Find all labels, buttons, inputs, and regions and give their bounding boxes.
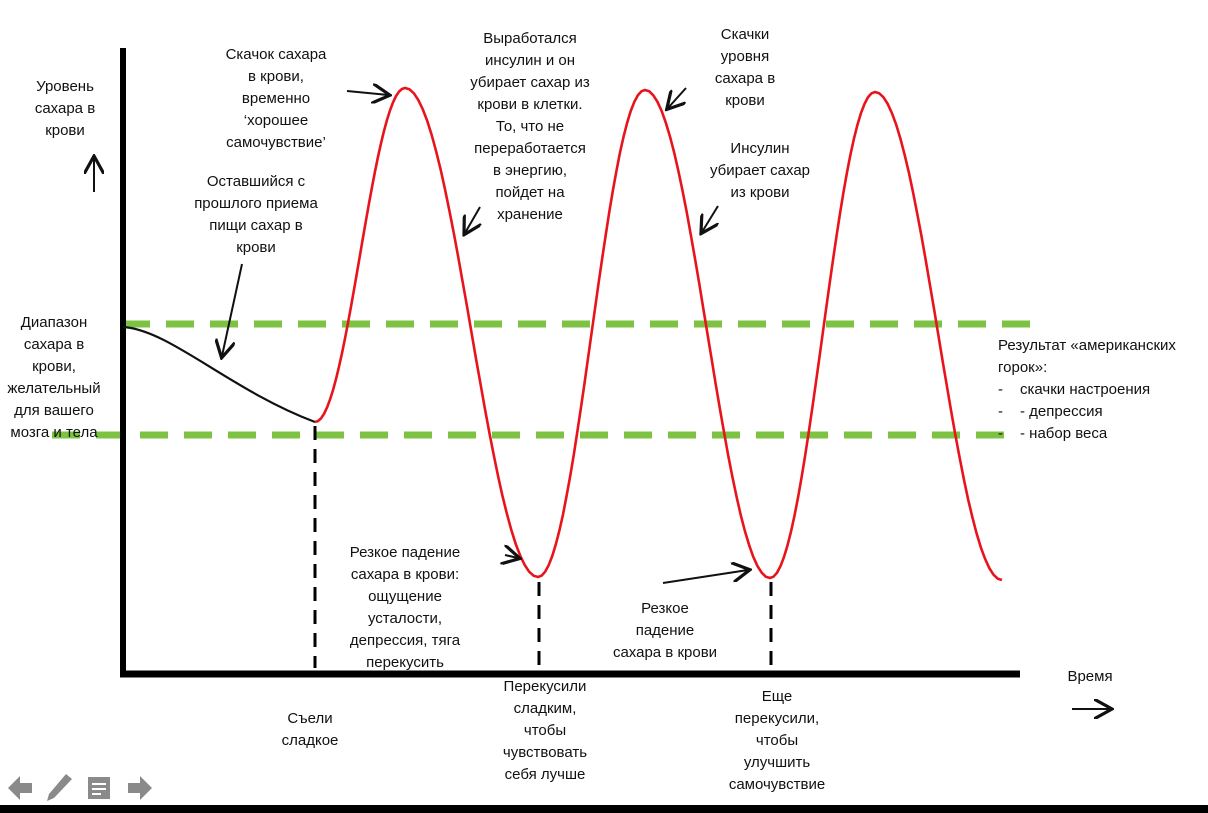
text-line: сахара в крови	[612, 644, 718, 661]
text-line: депрессия, тяга	[349, 632, 461, 649]
text-line: сладким,	[513, 700, 577, 717]
bottom-bar	[0, 805, 1208, 813]
text-line: улучшить	[743, 754, 811, 771]
annotation-snack1: Перекусили сладким, чтобы чувствовать себя л…	[490, 676, 600, 786]
arrow-right-icon[interactable]	[124, 772, 154, 804]
text-line: сахара в крови:	[350, 566, 460, 583]
result-item-text: скачки настроения	[1020, 381, 1151, 398]
text-line: То, что не	[495, 118, 565, 135]
text-line: Оставшийся с	[206, 173, 306, 190]
arrow-left-icon[interactable]	[6, 772, 36, 804]
arrow-drop1	[505, 555, 518, 558]
sugar-spike-curve	[314, 86, 1003, 582]
arrow-insulin-produced	[465, 206, 480, 233]
text-line: из крови	[730, 184, 790, 201]
text-line: Съели	[287, 710, 333, 727]
x-axis-label: Время	[1067, 668, 1113, 685]
text-line: мозга и тела	[10, 424, 98, 441]
text-line: самочувствие	[728, 776, 826, 793]
text-line: сахара в	[34, 100, 96, 117]
annotation-range: Диапазон сахара в крови, желательный для ваш…	[0, 312, 108, 444]
result-item: -- набор веса	[998, 425, 1108, 442]
text-line: крови	[725, 92, 765, 109]
annotation-insulin-produced: Выработался инсулин и он убирает сахар из к…	[455, 28, 605, 226]
text-line: крови,	[32, 358, 76, 375]
text-line: крови в клетки.	[477, 96, 583, 113]
result-title: Результат «американских	[998, 337, 1176, 354]
arrow-insulin-removes	[702, 205, 718, 232]
annotation-drop1: Резкое падение сахара в крови: ощущение уст…	[340, 542, 470, 674]
text-line: чтобы	[755, 732, 799, 749]
text-line: в энергию,	[492, 162, 568, 179]
y-axis-label: Уровень сахара в крови	[30, 76, 100, 142]
arrow-spike	[346, 91, 388, 95]
text-line: чувствовать	[502, 744, 588, 761]
text-line: себя лучше	[504, 766, 586, 783]
text-line: чтобы	[523, 722, 567, 739]
result-box: Результат «американских горок»: -скачки …	[998, 335, 1176, 445]
text-line: прошлого приема	[194, 195, 318, 212]
annotation-spikes-level: Скачки уровня сахара в крови	[700, 24, 790, 112]
arrow-leftover	[222, 263, 243, 356]
text-line: уровня	[720, 48, 770, 65]
text-line: инсулин и он	[484, 52, 576, 69]
text-line: временно	[241, 90, 311, 107]
result-item-text: - набор веса	[1020, 425, 1108, 442]
text-line: Скачок сахара	[225, 46, 327, 63]
notes-icon[interactable]	[86, 772, 116, 804]
text-line: ‘хорошее	[243, 112, 309, 129]
result-title: горок»:	[998, 359, 1048, 376]
text-line: Перекусили	[503, 678, 587, 695]
text-line: крови	[45, 122, 85, 139]
text-line: для вашего	[14, 402, 94, 419]
text-line: желательный	[7, 380, 101, 397]
text-line: хранение	[497, 206, 563, 223]
annotation-snack2: Еще перекусили, чтобы улучшить самочувствие	[722, 686, 832, 796]
text-line: Инсулин	[730, 140, 790, 157]
text-line: Диапазон	[20, 314, 88, 331]
annotation-drop2: Резкое падение сахара в крови	[600, 598, 730, 664]
text-line: убирает сахар	[709, 162, 811, 179]
arrow-spikes-level	[668, 87, 687, 108]
baseline-curve	[122, 325, 316, 424]
text-line: ощущение	[368, 588, 442, 605]
text-line: Скачки	[720, 26, 770, 43]
annotation-spike: Скачок сахара в крови, временно ‘хорошее сам…	[206, 44, 346, 154]
text-line: перекусили,	[734, 710, 820, 727]
result-item: -- депрессия	[998, 403, 1103, 420]
text-line: сахара в	[714, 70, 776, 87]
pen-icon[interactable]	[44, 772, 74, 804]
text-line: Выработался	[483, 30, 577, 47]
annotation-ate-sweet: Съели сладкое	[270, 708, 350, 752]
text-line: переработается	[474, 140, 586, 157]
text-line: самочувствие’	[226, 134, 326, 151]
text-line: пойдет на	[495, 184, 565, 201]
annotation-insulin-removes: Инсулин убирает сахар из крови	[700, 138, 820, 204]
text-line: сладкое	[281, 732, 339, 749]
text-line: Уровень	[36, 78, 94, 95]
result-item-text: - депрессия	[1020, 403, 1103, 420]
text-line: перекусить	[366, 654, 444, 671]
text-line: Резкое	[641, 600, 689, 617]
text-line: падение	[635, 622, 695, 639]
text-line: усталости,	[367, 610, 443, 627]
text-line: Резкое падение	[349, 544, 461, 561]
annotation-leftover: Оставшийся с прошлого приема пищи сахар в к…	[186, 171, 326, 259]
result-item: -скачки настроения	[998, 381, 1151, 398]
text-line: в крови,	[248, 68, 304, 85]
text-line: убирает сахар из	[470, 74, 590, 91]
arrow-drop2	[662, 570, 748, 584]
text-line: сахара в	[23, 336, 85, 353]
text-line: Еще	[761, 688, 793, 705]
text-line: крови	[236, 239, 276, 256]
text-line: пищи сахар в	[209, 217, 303, 234]
